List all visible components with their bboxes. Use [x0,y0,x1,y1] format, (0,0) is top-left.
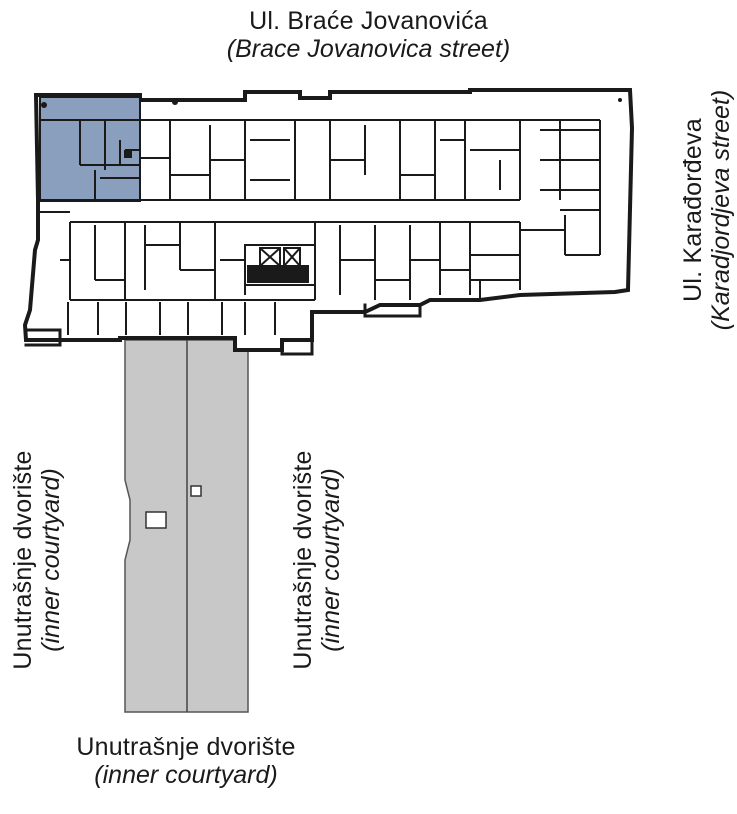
lower-bump-right [363,303,422,318]
core-dark-fill [247,265,309,283]
courtyard-area [124,339,249,713]
top-row-details [140,129,600,211]
lower-cells [67,302,276,335]
lower-bump-left [24,328,62,347]
column-1 [41,102,47,108]
column-marks [41,98,622,108]
right-wing-walls [470,190,601,300]
elevator-core [244,244,316,286]
interior-walls [40,119,601,335]
courtyard-small-square-1 [145,511,167,529]
column-2 [172,99,178,105]
bottom-courtyard-name-english: (inner courtyard) [94,760,278,789]
bottom-courtyard-name: Unutrašnje dvorište [76,733,296,761]
bottom-row-details [60,244,470,301]
top-street-label: Ul. Braće Jovanovića (Brace Jovanovica s… [0,7,737,63]
corridor [40,199,520,223]
top-street-name-english: (Brace Jovanovica street) [226,34,511,63]
elevator-shaft-2-x [283,247,301,267]
courtyard-small-square-2 [190,485,202,497]
highlighted-unit [39,96,141,202]
column-3 [618,98,622,102]
highlighted-unit-walls [40,119,140,200]
elevator-shaft-1-x [259,247,281,267]
bottom-courtyard-label: Unutrašnje dvorište (inner courtyard) [0,733,372,789]
lower-bump-mid [280,338,314,356]
highlighted-unit-detail [124,150,132,158]
top-street-name: Ul. Braće Jovanovića [249,7,488,35]
